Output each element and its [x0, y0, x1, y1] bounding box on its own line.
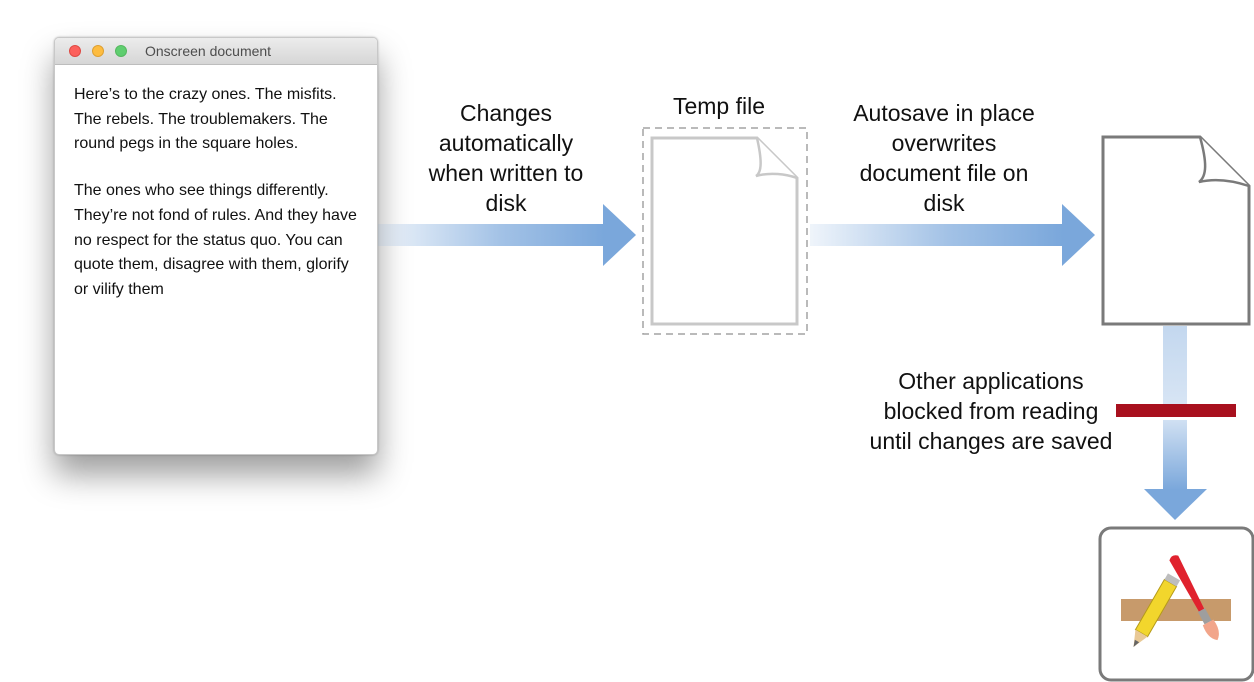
arrow-to-temp-file	[378, 204, 636, 266]
block-bar	[1116, 404, 1236, 417]
arrow-to-application	[1144, 326, 1207, 520]
changes-label: Changes automatically when written to di…	[428, 100, 584, 216]
paragraph-2: The ones who see things differently. The…	[74, 182, 357, 298]
application-pencil-brush-icon	[1098, 526, 1254, 682]
window-titlebar: Onscreen document	[55, 38, 377, 65]
temp-file-label: Temp file	[672, 93, 766, 119]
arrow-to-document-file	[810, 204, 1095, 266]
minimize-button[interactable]	[92, 45, 104, 57]
close-button[interactable]	[69, 45, 81, 57]
onscreen-document-window: Onscreen document Here’s to the crazy on…	[54, 37, 378, 455]
zoom-button[interactable]	[115, 45, 127, 57]
autosave-label: Autosave in place overwrites document fi…	[853, 100, 1035, 216]
blocked-label: Other applications blocked from reading …	[869, 368, 1113, 454]
paragraph-1: Here’s to the crazy ones. The misfits. T…	[74, 86, 337, 153]
document-page-icon	[1101, 135, 1251, 326]
document-text: Here’s to the crazy ones. The misfits. T…	[55, 65, 377, 303]
window-title: Onscreen document	[145, 43, 272, 59]
document-page-icon	[642, 127, 808, 335]
